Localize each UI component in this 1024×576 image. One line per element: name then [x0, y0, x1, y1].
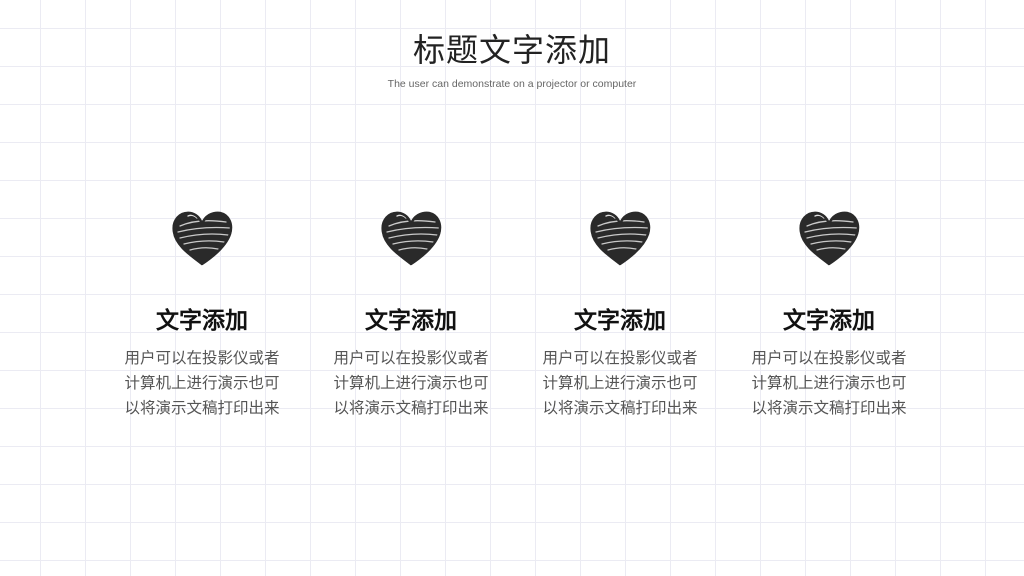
feature-card: 文字添加 用户可以在投影仪或者 计算机上进行演示也可 以将演示文稿打印出来 [525, 200, 715, 430]
card-body: 用户可以在投影仪或者 计算机上进行演示也可 以将演示文稿打印出来 [124, 349, 280, 417]
card-title: 文字添加 [365, 307, 457, 334]
card-body: 用户可以在投影仪或者 计算机上进行演示也可 以将演示文稿打印出来 [542, 349, 698, 417]
feature-card: 文字添加 用户可以在投影仪或者 计算机上进行演示也可 以将演示文稿打印出来 [107, 200, 297, 430]
card-title: 文字添加 [574, 307, 666, 334]
card-title: 文字添加 [783, 307, 875, 334]
feature-card: 文字添加 用户可以在投影仪或者 计算机上进行演示也可 以将演示文稿打印出来 [734, 200, 924, 430]
card-body: 用户可以在投影仪或者 计算机上进行演示也可 以将演示文稿打印出来 [333, 349, 489, 417]
card-body: 用户可以在投影仪或者 计算机上进行演示也可 以将演示文稿打印出来 [751, 349, 907, 417]
heart-scribble-icon [377, 204, 445, 270]
slide-title: 标题文字添加 [412, 31, 611, 69]
card-title: 文字添加 [156, 307, 248, 334]
heart-scribble-icon [168, 204, 236, 270]
slide-subtitle: The user can demonstrate on a projector … [387, 78, 637, 90]
heart-scribble-icon [586, 204, 654, 270]
feature-card: 文字添加 用户可以在投影仪或者 计算机上进行演示也可 以将演示文稿打印出来 [316, 200, 506, 430]
heart-scribble-icon [795, 204, 863, 270]
